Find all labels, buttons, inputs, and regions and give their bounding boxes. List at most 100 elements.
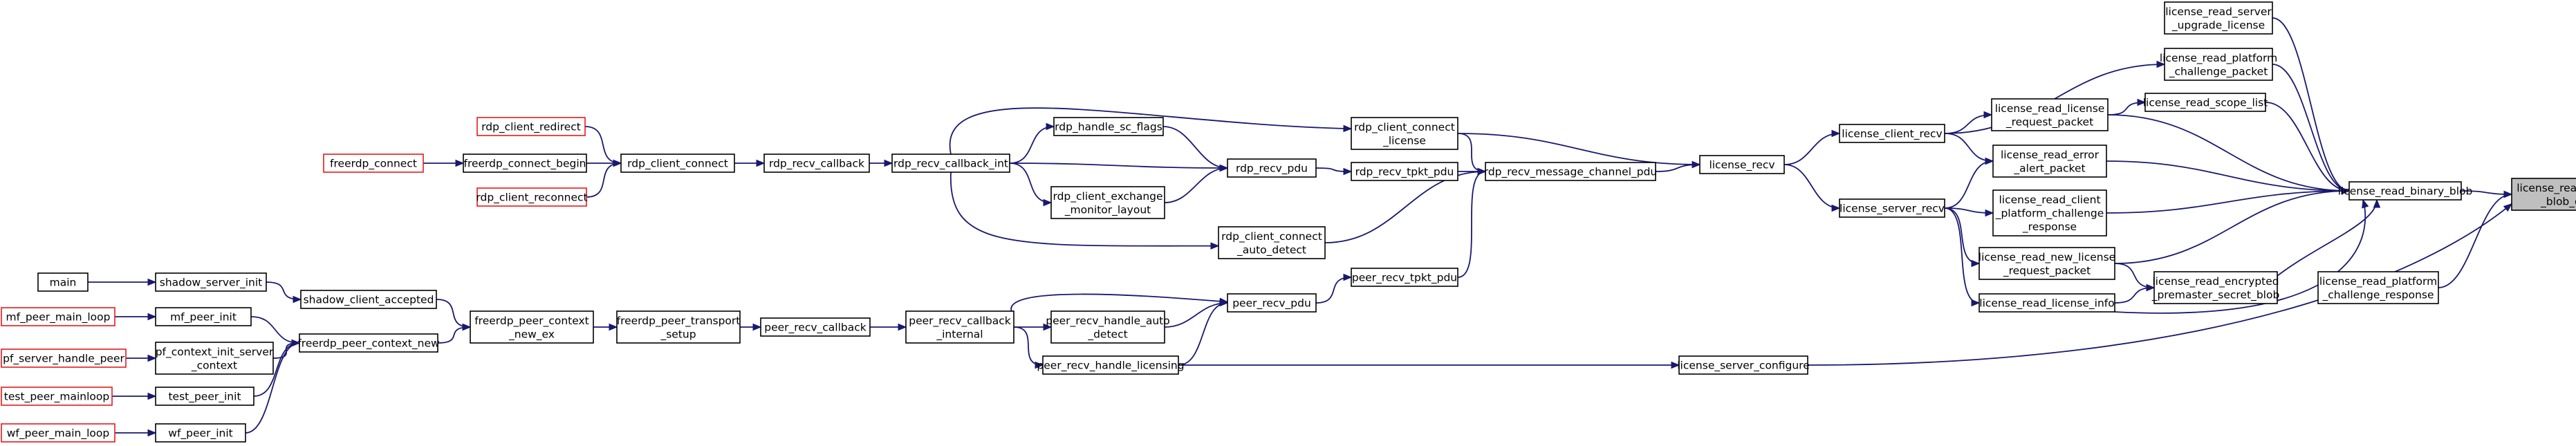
edge-shadow-server-init-to-shadow-client-accepted (266, 281, 302, 304)
node-label: _response (2022, 221, 2077, 234)
node-license-read-error-alert-packet[interactable]: license_read_error_alert_packet (1992, 145, 2107, 178)
node-label: rdp_client_connect (627, 158, 728, 171)
node-label: test_peer_init (168, 391, 241, 404)
node-label: shadow_client_accepted (304, 294, 434, 307)
node-rdp-recv-message-channel-pdu[interactable]: rdp_recv_message_channel_pdu (1484, 162, 1658, 181)
node-peer-recv-pdu[interactable]: peer_recv_pdu (1227, 293, 1317, 313)
node-license-read-server-upgrade-license[interactable]: license_read_server_upgrade_license (2164, 1, 2273, 35)
node-label: license_read_new_license (1979, 251, 2115, 264)
node-label: license_read_client (1999, 194, 2100, 207)
edge-license-server-recv-to-license-read-license-info (1944, 207, 1981, 307)
node-license-read-license-info[interactable]: license_read_license_info (1979, 293, 2115, 313)
node-shadow-client-accepted[interactable]: shadow_client_accepted (300, 290, 437, 309)
node-rdp-client-connect-auto-detect[interactable]: rdp_client_connect_auto_detect (1218, 226, 1326, 259)
node-peer-recv-handle-auto-detect[interactable]: peer_recv_handle_auto_detect (1046, 310, 1170, 344)
edge-license-recv-to-license-client-recv (1783, 129, 1841, 165)
node-test-peer-init[interactable]: test_peer_init (155, 387, 254, 406)
node-label: _upgrade_license (2171, 19, 2265, 32)
edge-license-server-recv-to-license-read-new-license-request-packet (1944, 207, 1981, 268)
node-rdp-handle-sc-flags[interactable]: rdp_handle_sc_flags (1053, 117, 1164, 136)
node-license-read-encrypted-premaster-secret-blob[interactable]: license_read_encrypted_premaster_secret_… (2151, 271, 2280, 304)
node-license-server-configure[interactable]: license_server_configure (1677, 355, 1810, 375)
node-pf-context-init-server-context[interactable]: pf_context_init_server_context (155, 342, 274, 375)
edge-rdp-client-exchange-monitor-layout-to-rdp-recv-pdu (1164, 164, 1229, 203)
edge-mf-peer-main-loop-to-mf-peer-init (114, 313, 157, 321)
node-rdp-recv-pdu[interactable]: rdp_recv_pdu (1227, 158, 1317, 178)
node-license-recv[interactable]: license_recv (1699, 155, 1785, 174)
node-peer-recv-tpkt-pdu[interactable]: peer_recv_tpkt_pdu (1351, 268, 1458, 287)
node-label: freerdp_connect (330, 158, 417, 171)
edge-rdp-recv-callback-int-to-rdp-client-connect-license (949, 107, 1353, 155)
node-label: _alert_packet (2013, 162, 2085, 175)
node-pf-server-handle-peer[interactable]: pf_server_handle_peer (1, 349, 127, 368)
node-label: wf_peer_main_loop (7, 427, 110, 440)
node-main[interactable]: main (37, 272, 89, 292)
node-license-read-license-request-packet[interactable]: license_read_license_request_packet (1991, 98, 2109, 131)
node-label: peer_recv_handle_auto (1046, 315, 1170, 328)
node-freerdp-peer-context-new[interactable]: freerdp_peer_context_new (297, 333, 440, 353)
node-license-read-binary-blob[interactable]: license_read_binary_blob (2338, 181, 2473, 201)
node-peer-recv-handle-licensing[interactable]: peer_recv_handle_licensing (1037, 355, 1185, 375)
node-mf-peer-main-loop[interactable]: mf_peer_main_loop (1, 307, 115, 326)
edge-rdp-client-reconnect-to-rdp-client-connect (586, 159, 622, 198)
edge-license-read-license-request-packet-to-license-read-scope-list (2107, 98, 2147, 115)
node-rdp-recv-callback[interactable]: rdp_recv_callback (763, 154, 870, 173)
node-freerdp-peer-transport-setup[interactable]: freerdp_peer_transport_setup (616, 310, 741, 344)
node-shadow-server-init[interactable]: shadow_server_init (155, 272, 267, 292)
node-label: rdp_client_connect (1354, 121, 1455, 134)
node-label: _internal (936, 328, 983, 341)
edge-test-peer-mainloop-to-test-peer-init (111, 392, 157, 400)
edge-license-read-license-info-to-license-read-encrypted-premaster-secret-blob (2114, 284, 2156, 304)
node-license-client-recv[interactable]: license_client_recv (1839, 124, 1945, 143)
node-license-server-recv[interactable]: license_server_recv (1839, 198, 1945, 218)
node-label: pf_context_init_server (156, 346, 274, 359)
node-license-read-platform-challenge-response[interactable]: license_read_platform_challenge_response (2317, 271, 2439, 304)
node-license-read-client-platform-challenge-response[interactable]: license_read_client_platform_challenge_r… (1992, 189, 2107, 236)
edge-rdp-client-connect-to-rdp-recv-callback (734, 159, 766, 167)
node-freerdp-connect-begin[interactable]: freerdp_connect_begin (463, 154, 587, 173)
node-label: _setup (660, 328, 696, 341)
node-peer-recv-callback-internal[interactable]: peer_recv_callback_internal (905, 310, 1014, 344)
node-rdp-recv-tpkt-pdu[interactable]: rdp_recv_tpkt_pdu (1351, 162, 1458, 181)
node-test-peer-mainloop[interactable]: test_peer_mainloop (1, 387, 113, 406)
edge-rdp-recv-callback-int-to-rdp-client-connect-auto-detect (950, 171, 1220, 250)
node-label: rdp_client_reconnect (476, 192, 587, 205)
node-rdp-client-connect[interactable]: rdp_client_connect (620, 154, 735, 173)
node-label: license_read_encrypted (2152, 275, 2279, 288)
edge-peer-recv-handle-auto-detect-to-peer-recv-pdu (1164, 299, 1229, 328)
edge-freerdp-connect-to-freerdp-connect-begin (423, 159, 465, 167)
edge-rdp-recv-callback-int-to-rdp-handle-sc-flags (1009, 122, 1055, 164)
node-peer-recv-callback[interactable]: peer_recv_callback (760, 317, 871, 337)
node-rdp-client-redirect[interactable]: rdp_client_redirect (476, 117, 586, 136)
edge-freerdp-peer-transport-setup-to-peer-recv-callback (740, 323, 762, 331)
node-label: peer_recv_callback (909, 315, 1011, 328)
node-rdp-client-reconnect[interactable]: rdp_client_reconnect (476, 187, 588, 207)
node-label: _request_packet (2005, 115, 2093, 129)
edge-rdp-recv-callback-int-to-rdp-client-exchange-monitor-layout (1009, 162, 1053, 207)
node-license-read-platform-challenge-packet[interactable]: license_read_platform_challenge_packet (2160, 48, 2277, 81)
node-rdp-recv-callback-int[interactable]: rdp_recv_callback_int (891, 154, 1010, 173)
node-license-read-scope-list[interactable]: license_read_scope_list (2143, 93, 2268, 112)
node-label: rdp_recv_tpkt_pdu (1355, 166, 1454, 179)
node-license-read-new-license-request-packet[interactable]: license_read_new_license_request_packet (1979, 247, 2115, 280)
edge-license-read-license-request-packet-to-license-read-binary-blob (2107, 114, 2351, 195)
edge-license-read-new-license-request-packet-to-license-read-binary-blob (2114, 187, 2351, 264)
node-label: license_read_server (2165, 6, 2272, 19)
node-label: peer_recv_callback (764, 322, 867, 335)
node-label: rdp_recv_pdu (1236, 162, 1308, 176)
node-wf-peer-main-loop[interactable]: wf_peer_main_loop (1, 423, 115, 443)
node-freerdp-connect[interactable]: freerdp_connect (323, 154, 424, 173)
node-label: _license (1382, 134, 1426, 147)
node-label: _premaster_secret_blob (2151, 288, 2280, 301)
node-freerdp-peer-context-new-ex[interactable]: freerdp_peer_context_new_ex (470, 310, 594, 344)
node-mf-peer-init[interactable]: mf_peer_init (155, 307, 252, 326)
node-label: _context (191, 359, 237, 372)
node-rdp-client-exchange-monitor-layout[interactable]: rdp_client_exchange_monitor_layout (1050, 186, 1165, 219)
edge-license-read-platform-challenge-response-to-license-read-binary-blob-data (2438, 190, 2513, 288)
node-wf-peer-init[interactable]: wf_peer_init (155, 423, 246, 443)
node-rdp-client-connect-license[interactable]: rdp_client_connect_license (1351, 117, 1458, 150)
node-label: _challenge_packet (2169, 65, 2268, 78)
edge-rdp-recv-callback-int-to-rdp-recv-pdu (1009, 162, 1229, 172)
